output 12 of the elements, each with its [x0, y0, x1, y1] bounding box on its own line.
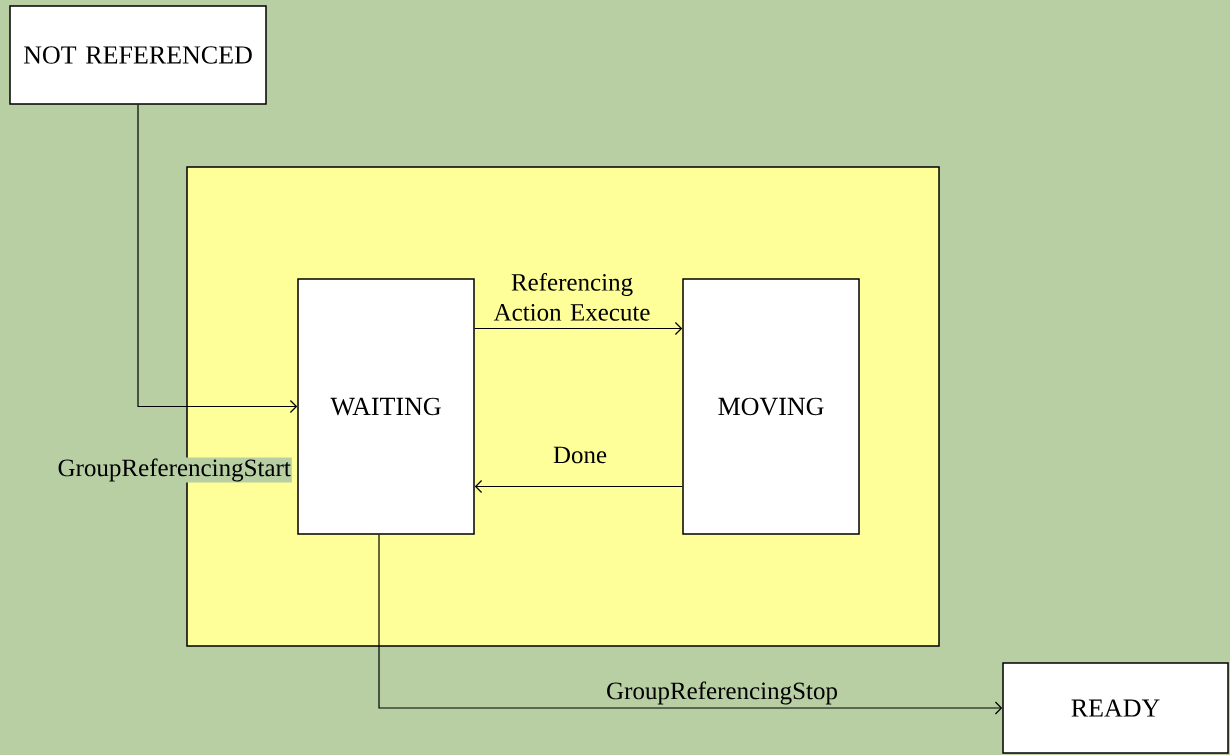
state-box: WAITING: [297, 278, 475, 535]
arrow: [474, 321, 683, 336]
arrow: [137, 104, 298, 414]
edge-label: Done: [553, 446, 607, 464]
edge-label: Referencing Action Execute: [493, 272, 650, 321]
state-box: MOVING: [682, 278, 860, 535]
edge-label: GroupReferencingStart: [56, 457, 292, 483]
arrow: [378, 534, 1003, 715]
state-box: NOT REFERENCED: [9, 5, 267, 105]
edge-label: GroupReferencingStop: [607, 681, 837, 705]
arrow: [474, 479, 683, 494]
state-box: READY: [1002, 662, 1229, 754]
